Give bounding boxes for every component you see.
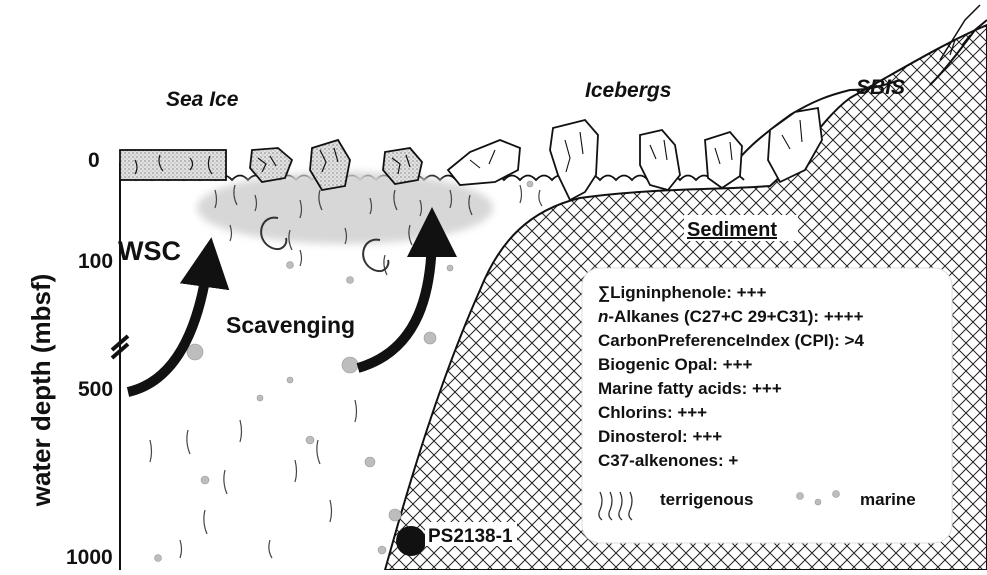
- parameter-legend: ∑Ligninphenole: +++ n-Alkanes (C27+C 29+…: [582, 268, 952, 543]
- sbis-label: SBIS: [856, 76, 905, 99]
- tick-label-500: 500: [78, 378, 113, 401]
- tick-label-0: 0: [88, 149, 100, 172]
- tick-label-1000: 1000: [66, 546, 113, 569]
- arrow-left: [128, 262, 208, 392]
- legend-line-4: Biogenic Opal: +++: [598, 355, 753, 374]
- legend-line-5: Marine fatty acids: +++: [598, 379, 782, 398]
- terrigenous-key-label: terrigenous: [660, 490, 754, 509]
- scavenging-label: Scavenging: [226, 312, 355, 338]
- wsc-label: WSC: [118, 236, 181, 266]
- legend-line-7: Dinosterol: +++: [598, 427, 722, 446]
- tick-label-100: 100: [78, 250, 113, 273]
- legend-line-3: CarbonPreferenceIndex (CPI): >4: [598, 331, 864, 350]
- marine-key-label: marine: [860, 490, 916, 509]
- legend-line-8: C37-alkenones: +: [598, 451, 738, 470]
- arrow-right: [358, 232, 432, 368]
- legend-line-2: n-Alkanes (C27+C 29+C31): ++++: [598, 307, 864, 326]
- legend-line-6: Chlorins: +++: [598, 403, 707, 422]
- icebergs-label: Icebergs: [585, 79, 671, 102]
- core-label: PS2138-1: [428, 526, 513, 547]
- sea-ice-label: Sea Ice: [166, 88, 239, 111]
- y-axis: water depth (mbsf) 0 100 500 1000: [26, 149, 128, 570]
- y-axis-label: water depth (mbsf): [26, 274, 56, 508]
- sediment-label: Sediment: [687, 219, 777, 241]
- core-marker: [396, 526, 426, 556]
- legend-line-1: ∑Ligninphenole: +++: [598, 283, 767, 302]
